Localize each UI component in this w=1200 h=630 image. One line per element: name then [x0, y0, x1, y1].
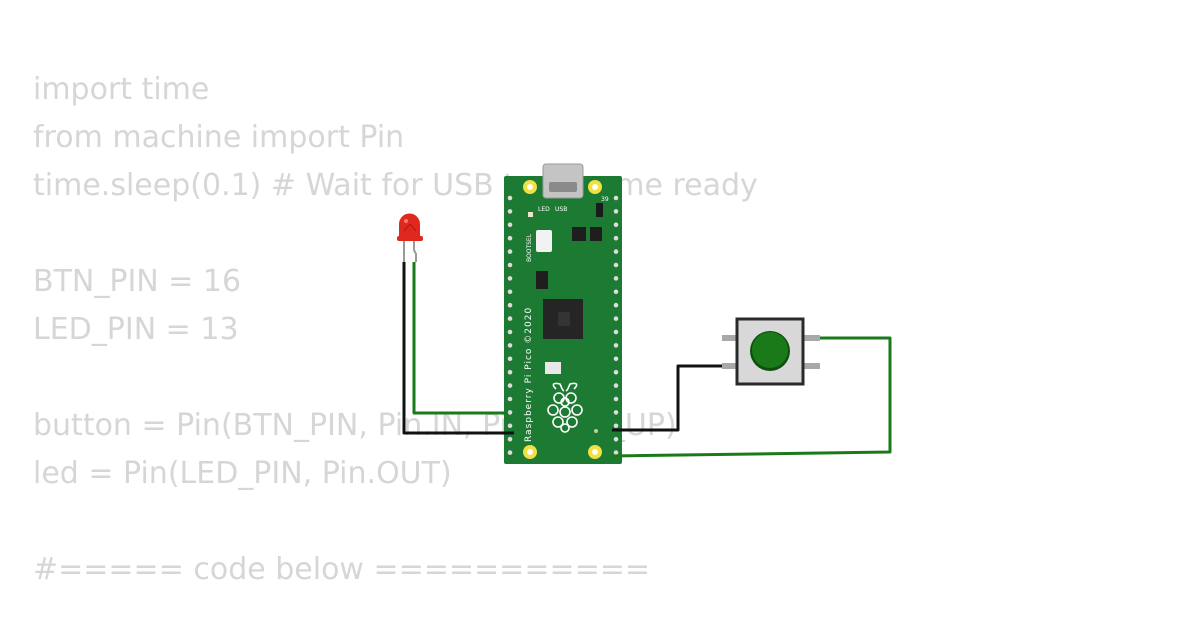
pin-hole — [507, 329, 513, 335]
pin-hole — [613, 396, 619, 402]
pin-hole — [507, 410, 513, 415]
raspberry-pi-pico-board[interactable]: LED USB 39 BOOTSEL Raspberry Pi Pico ©20… — [504, 163, 622, 464]
red-led[interactable] — [397, 213, 423, 263]
pin-hole — [613, 302, 619, 308]
pin-hole — [613, 289, 619, 295]
pin-number-label: 39 — [601, 196, 609, 203]
pin-hole — [507, 369, 513, 375]
code-line: import time — [33, 72, 210, 107]
pin-hole — [507, 383, 513, 388]
bootsel-button[interactable] — [536, 230, 552, 252]
pin-hole — [507, 436, 513, 442]
pin-hole — [507, 289, 513, 295]
pin-hole — [507, 222, 513, 228]
pin-hole — [613, 410, 619, 415]
code-line: led = Pin(LED_PIN, Pin.OUT) — [33, 456, 452, 491]
pin-hole — [507, 343, 513, 348]
pin-hole — [613, 262, 619, 268]
code-line: LED_PIN = 13 — [33, 312, 239, 347]
wires — [402, 262, 892, 458]
wire-button-ground[interactable] — [612, 364, 722, 432]
pin-hole — [507, 450, 513, 455]
led-leg — [413, 240, 417, 262]
onboard-led — [528, 212, 533, 217]
wire-button-signal[interactable] — [611, 336, 892, 458]
pin-hole — [507, 302, 513, 308]
wire-led-cathode[interactable] — [402, 262, 514, 435]
pin-hole — [613, 329, 619, 335]
pin-hole — [507, 195, 513, 201]
pin-hole — [507, 316, 513, 321]
pin-hole — [613, 195, 619, 201]
wire-led-anode[interactable] — [412, 262, 508, 415]
pin-hole — [613, 450, 619, 455]
pin-hole — [613, 383, 619, 388]
pin-hole — [507, 423, 513, 429]
pin-hole — [613, 276, 619, 281]
pin-hole — [613, 249, 619, 254]
pin-hole — [613, 343, 619, 348]
led-body — [399, 213, 420, 238]
board-name-label: Raspberry Pi Pico ©2020 — [524, 307, 534, 442]
usb-connector — [542, 163, 584, 199]
pin-hole — [613, 316, 619, 321]
code-line: from machine import Pin — [33, 120, 405, 155]
pin-hole — [613, 235, 619, 241]
pin-hole — [507, 356, 513, 362]
pin-hole — [507, 396, 513, 402]
pin-hole — [507, 249, 513, 254]
pin-hole — [613, 356, 619, 362]
button-cap[interactable] — [752, 332, 788, 368]
pin-hole — [613, 209, 619, 214]
pin-header-holes — [507, 195, 619, 455]
led-label: LED — [538, 206, 550, 213]
button-leg — [722, 363, 740, 369]
pin-hole — [507, 262, 513, 268]
pin-hole — [507, 276, 513, 281]
raspberry-logo-icon — [547, 382, 583, 433]
push-button[interactable] — [722, 317, 820, 386]
pin-hole — [613, 222, 619, 228]
usb-label: USB — [555, 206, 567, 213]
code-line: BTN_PIN = 16 — [33, 264, 242, 299]
pin-hole — [507, 235, 513, 241]
pin-hole — [507, 209, 513, 214]
pin-hole — [613, 369, 619, 375]
pin-hole — [613, 436, 619, 442]
button-leg — [722, 335, 740, 341]
button-leg — [800, 363, 820, 369]
code-line: #===== code below =========== — [33, 552, 651, 587]
button-leg — [800, 335, 820, 341]
bootsel-label: BOOTSEL — [526, 233, 533, 262]
pin-hole — [613, 423, 619, 429]
